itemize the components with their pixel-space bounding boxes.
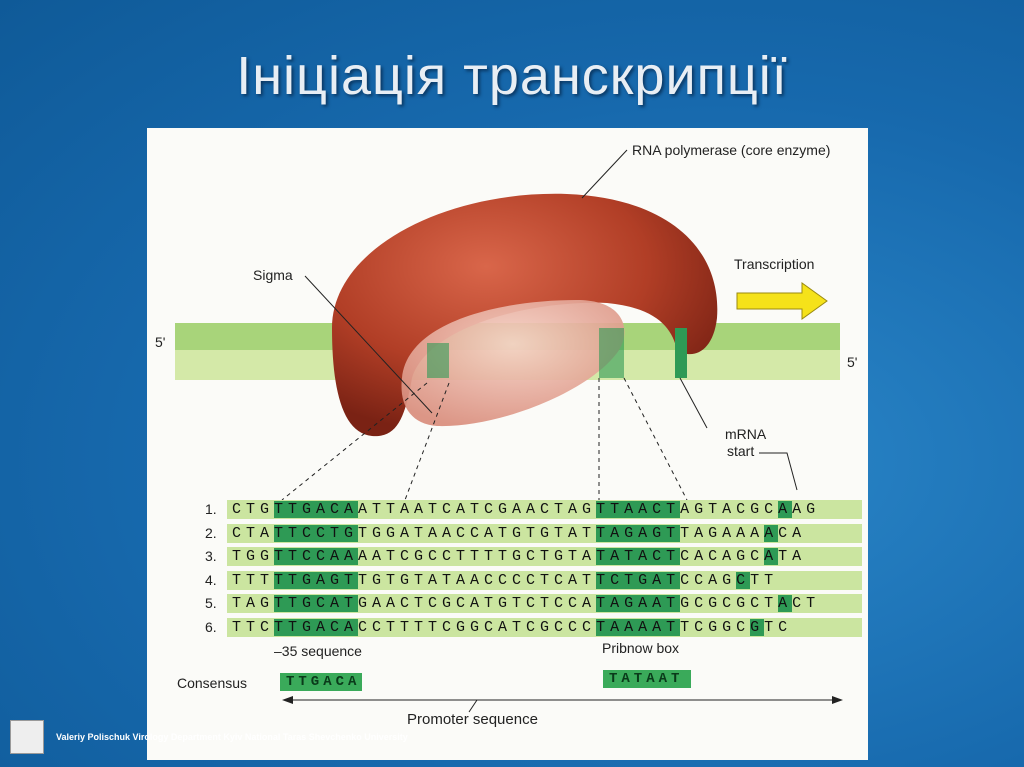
university-logo: [10, 720, 44, 754]
seq-pre: TGG: [232, 548, 275, 565]
seq-box35: TTCCAA: [274, 548, 359, 565]
row-number: 6.: [205, 618, 217, 635]
seq-post: CCAG: [680, 571, 737, 589]
seq-start: G: [750, 618, 765, 636]
seq-start: A: [778, 595, 793, 612]
sequence-row: TTCTTGACACCTTTTCGGCATCGCCCTAAAATTCGGCGTC: [227, 617, 862, 637]
row-number: 3.: [205, 548, 217, 564]
seq-box10: TTAACT: [596, 501, 681, 518]
row-number: 5.: [205, 595, 217, 611]
seq-pre: CTG: [232, 501, 275, 518]
seq-box35: TTCCTG: [274, 524, 359, 542]
seq-box10: TAGAAT: [596, 595, 681, 612]
five-prime-top: 5': [155, 334, 166, 350]
sigma-leader: [304, 275, 433, 414]
sequence-row: CTATTCCTGTGGATAACCATGTGTATTAGAGTTAGAAAAC…: [227, 523, 862, 543]
seq-pre: CTA: [232, 524, 275, 542]
five-prime-bottom: 5': [847, 354, 858, 370]
sequence-row: TAGTTGCATGAACTCGCATGTCTCCATAGAATGCGCGCTA…: [227, 594, 862, 613]
seq-pre: TTC: [232, 618, 275, 636]
polymerase-illustration: [175, 149, 843, 713]
seq-pre: TAG: [232, 595, 275, 612]
row-number: 2.: [205, 524, 217, 541]
footer-text: Valeriy Polischuk Virology Department Ky…: [56, 732, 408, 742]
sigma-label: Sigma: [253, 267, 293, 283]
seq-post: GCGCGCT: [680, 595, 779, 612]
mrna-label: mRNA: [725, 426, 767, 442]
seq-mid: TGGATAACCATGTGTAT: [358, 524, 597, 542]
seq-post: AGTACGC: [680, 501, 779, 518]
seq-start: A: [764, 548, 779, 565]
seq-post: TAGAAA: [680, 524, 765, 542]
seq-end: CA: [778, 524, 807, 542]
seq-end: TA: [778, 548, 807, 565]
pribnow-label: Pribnow box: [602, 640, 680, 656]
seq-mid: CCTTTTCGGCATCGCCC: [358, 618, 597, 636]
start-label: start: [727, 443, 755, 459]
seq-mid: AATCGCCTTTTGCTGTA: [358, 548, 597, 565]
seq-end: CT: [792, 595, 821, 612]
seq-box35: TTGCAT: [274, 595, 359, 612]
row-number: 1.: [205, 501, 217, 517]
seq-end: TT: [750, 571, 779, 589]
seq-pre: TTT: [232, 571, 275, 589]
consensus-label: Consensus: [177, 675, 248, 691]
seq-start: A: [778, 501, 793, 518]
seq-box35: TTGACA: [274, 501, 359, 518]
transcription-arrow: [736, 282, 828, 320]
sequence-row: TGGTTCCAAAATCGCCTTTTGCTGTATATACTCACAGCAT…: [227, 547, 862, 566]
seq-post: TCGGC: [680, 618, 751, 636]
consensus-35: TTGACA: [280, 673, 362, 691]
polymerase-label: RNA polymerase (core enzyme): [632, 142, 831, 158]
seq-box10: TCTGAT: [596, 571, 681, 589]
diagram-panel: RNA polymerase (core enzyme) Sigma Trans…: [147, 128, 868, 760]
seq-start: A: [764, 524, 779, 542]
seq-post: CACAGC: [680, 548, 765, 565]
seq-end: TC: [764, 618, 793, 636]
sequence-row: TTTTTGAGTTGTGTATAACCCCTCATTCTGATCCAGCTT: [227, 570, 862, 590]
transcription-label: Transcription: [734, 256, 815, 272]
seq-end: AG: [792, 501, 821, 518]
consensus-10: TATAAT: [603, 670, 691, 688]
row-number: 4.: [205, 571, 217, 588]
seq-mid: ATTAATCATCGAACTAG: [358, 501, 597, 518]
seq-start: C: [736, 571, 751, 589]
seq-box10: TAAAAT: [596, 618, 681, 636]
seq-mid: GAACTCGCATGTCTCCA: [358, 595, 597, 612]
seq-box10: TATACT: [596, 548, 681, 565]
rna-polymerase-core: [332, 193, 718, 437]
seq-box10: TAGAGT: [596, 524, 681, 542]
footer: Valeriy Polischuk Virology Department Ky…: [10, 720, 408, 754]
seq-mid: TGTGTATAACCCCTCAT: [358, 571, 597, 589]
sigma-factor: [401, 300, 625, 427]
seq-box35: TTGACA: [274, 618, 359, 636]
minus35-label: –35 sequence: [274, 643, 362, 659]
sequence-row: CTGTTGACAATTAATCATCGAACTAGTTAACTAGTACGCA…: [227, 500, 862, 519]
promoter-label: Promoter sequence: [407, 711, 538, 728]
seq-box35: TTGAGT: [274, 571, 359, 589]
slide-title: Ініціація транскрипції: [236, 46, 788, 106]
